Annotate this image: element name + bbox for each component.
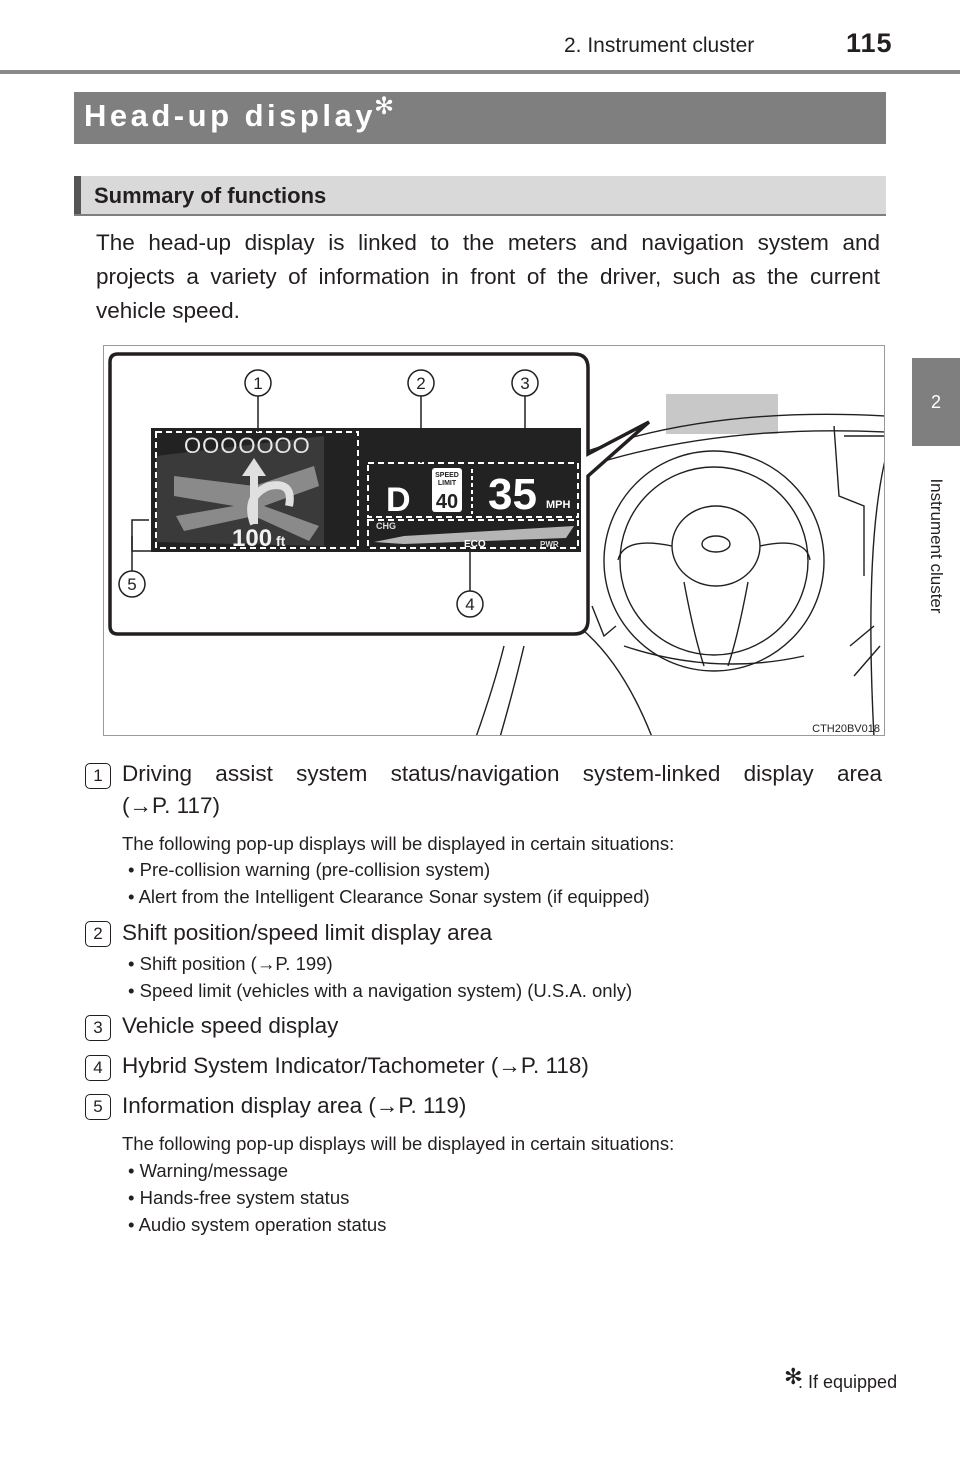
hud-pwr: PWR <box>540 540 559 549</box>
page-title: Head-up display <box>84 98 376 133</box>
item-1-title: Driving assist system status/navigation … <box>122 761 882 786</box>
hud-gear: D <box>386 481 411 519</box>
nav-arrow-graphic <box>174 458 319 541</box>
speed-limit-sign <box>432 468 462 512</box>
item-1-bullet-2: • Alert from the Intelligent Clearance S… <box>128 886 650 907</box>
chapter-tab-number: 2 <box>912 358 960 446</box>
item-1-bullet-1: • Pre-collision warning (pre-collision s… <box>128 859 491 880</box>
hud-illustration: OOOOOOO 100 ft D SPEED LIMIT 40 35 MPH C… <box>103 345 885 736</box>
item-5-bullet-1: • Warning/message <box>128 1160 289 1181</box>
section-heading: Summary of functions <box>94 183 327 208</box>
item-number-5: 5 <box>85 1094 111 1120</box>
item-1-reference: (→P. 117) <box>122 793 220 818</box>
intro-paragraph: The head-up display is linked to the met… <box>96 230 880 323</box>
item-5-title: Information display area (→P. 119) <box>122 1093 467 1118</box>
item-5-bullet-3: • Audio system operation status <box>128 1214 387 1235</box>
page-number: 115 <box>846 28 893 58</box>
figure-code: CTH20BV018 <box>812 723 880 735</box>
title-bar <box>74 92 886 144</box>
header-rule <box>0 70 960 74</box>
hud-projection-area <box>666 394 778 434</box>
callout-circles <box>118 369 539 618</box>
footnote-mark: ✻ <box>784 1364 803 1389</box>
item-2-bullet-2: • Speed limit (vehicles with a navigatio… <box>128 980 633 1001</box>
area-4-outline <box>367 519 579 549</box>
item-5-description: The following pop-up displays will be di… <box>122 1133 675 1154</box>
chapter-tab-label: Instrument cluster <box>927 478 946 614</box>
callout-3: 3 <box>520 374 529 393</box>
callout-4: 4 <box>465 595 474 614</box>
area-5-outline <box>155 431 359 549</box>
section-heading-bar <box>74 176 886 216</box>
sign-mid-text: LIMIT <box>438 480 457 487</box>
section-heading-rule <box>74 214 886 216</box>
sign-top-text: SPEED <box>435 472 459 479</box>
hud-eco: ECO <box>464 539 486 550</box>
hybrid-indicator-bar <box>374 526 574 544</box>
item-1-description: The following pop-up displays will be di… <box>122 833 675 854</box>
callout-5: 5 <box>127 575 136 594</box>
nav-dots: OOOOOOO <box>184 433 311 458</box>
sign-value: 40 <box>436 491 458 513</box>
hud-diagram: OOOOOOO 100 ft D SPEED LIMIT 40 35 MPH C… <box>108 352 884 735</box>
area-2-3-outline <box>367 462 579 518</box>
footnote-text: : If equipped <box>798 1372 898 1392</box>
hud-chg: CHG <box>376 521 396 531</box>
item-2-bullet-1: • Shift position (→P. 199) <box>128 953 333 974</box>
if-equipped-mark: ✻ <box>374 93 395 120</box>
item-number-3: 3 <box>85 1015 111 1041</box>
hud-speed: 35 <box>488 470 537 519</box>
dashboard-line-art <box>475 394 884 735</box>
callout-1: 1 <box>253 374 262 393</box>
hud-distance-unit: ft <box>276 533 286 549</box>
callout-leaders <box>131 396 526 591</box>
hud-speed-unit: MPH <box>546 499 571 511</box>
item-3-title: Vehicle speed display <box>122 1013 339 1038</box>
item-5-bullet-2: • Hands-free system status <box>128 1187 350 1208</box>
item-4-title: Hybrid System Indicator/Tachometer (→P. … <box>122 1053 589 1078</box>
item-2-title: Shift position/speed limit display area <box>122 920 493 945</box>
item-number-4: 4 <box>85 1055 111 1081</box>
callout-2: 2 <box>416 374 425 393</box>
item-number-1: 1 <box>85 763 111 789</box>
chapter-title: 2. Instrument cluster <box>564 34 755 57</box>
item-number-2: 2 <box>85 921 111 947</box>
